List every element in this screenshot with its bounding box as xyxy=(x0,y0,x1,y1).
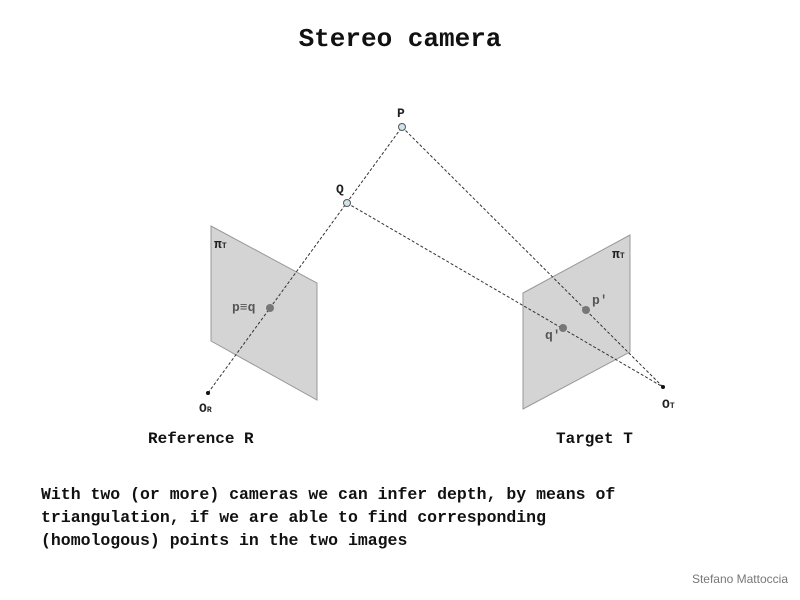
caption: With two (or more) cameras we can infer … xyxy=(41,485,616,550)
author-credit: Stefano Mattoccia xyxy=(691,572,788,586)
point-Q xyxy=(343,199,351,207)
reference-image-plane xyxy=(210,225,318,401)
point-P xyxy=(398,123,406,131)
label-ot: OT xyxy=(662,397,675,412)
ray-q-ot xyxy=(346,202,664,388)
label-p-eq-q: p≡q xyxy=(232,300,256,315)
target-image-plane xyxy=(522,234,631,410)
target-label: Target T xyxy=(556,430,633,448)
optical-center-r xyxy=(206,391,210,395)
label-q-prime: q' xyxy=(545,328,561,343)
point-q-prime xyxy=(559,324,567,332)
point-p-prime xyxy=(582,306,590,314)
point-p-eq-q xyxy=(266,304,274,312)
page-title: Stereo camera xyxy=(298,24,502,54)
label-P: P xyxy=(397,106,405,121)
label-pi-right: πT xyxy=(612,247,625,262)
optical-center-t xyxy=(661,385,665,389)
label-p-prime: p' xyxy=(592,293,608,308)
reference-label: Reference R xyxy=(148,430,254,448)
label-pi-left: πT xyxy=(214,237,227,252)
label-or: OR xyxy=(199,401,212,416)
label-Q: Q xyxy=(336,182,344,197)
ray-p-ot xyxy=(401,126,664,388)
